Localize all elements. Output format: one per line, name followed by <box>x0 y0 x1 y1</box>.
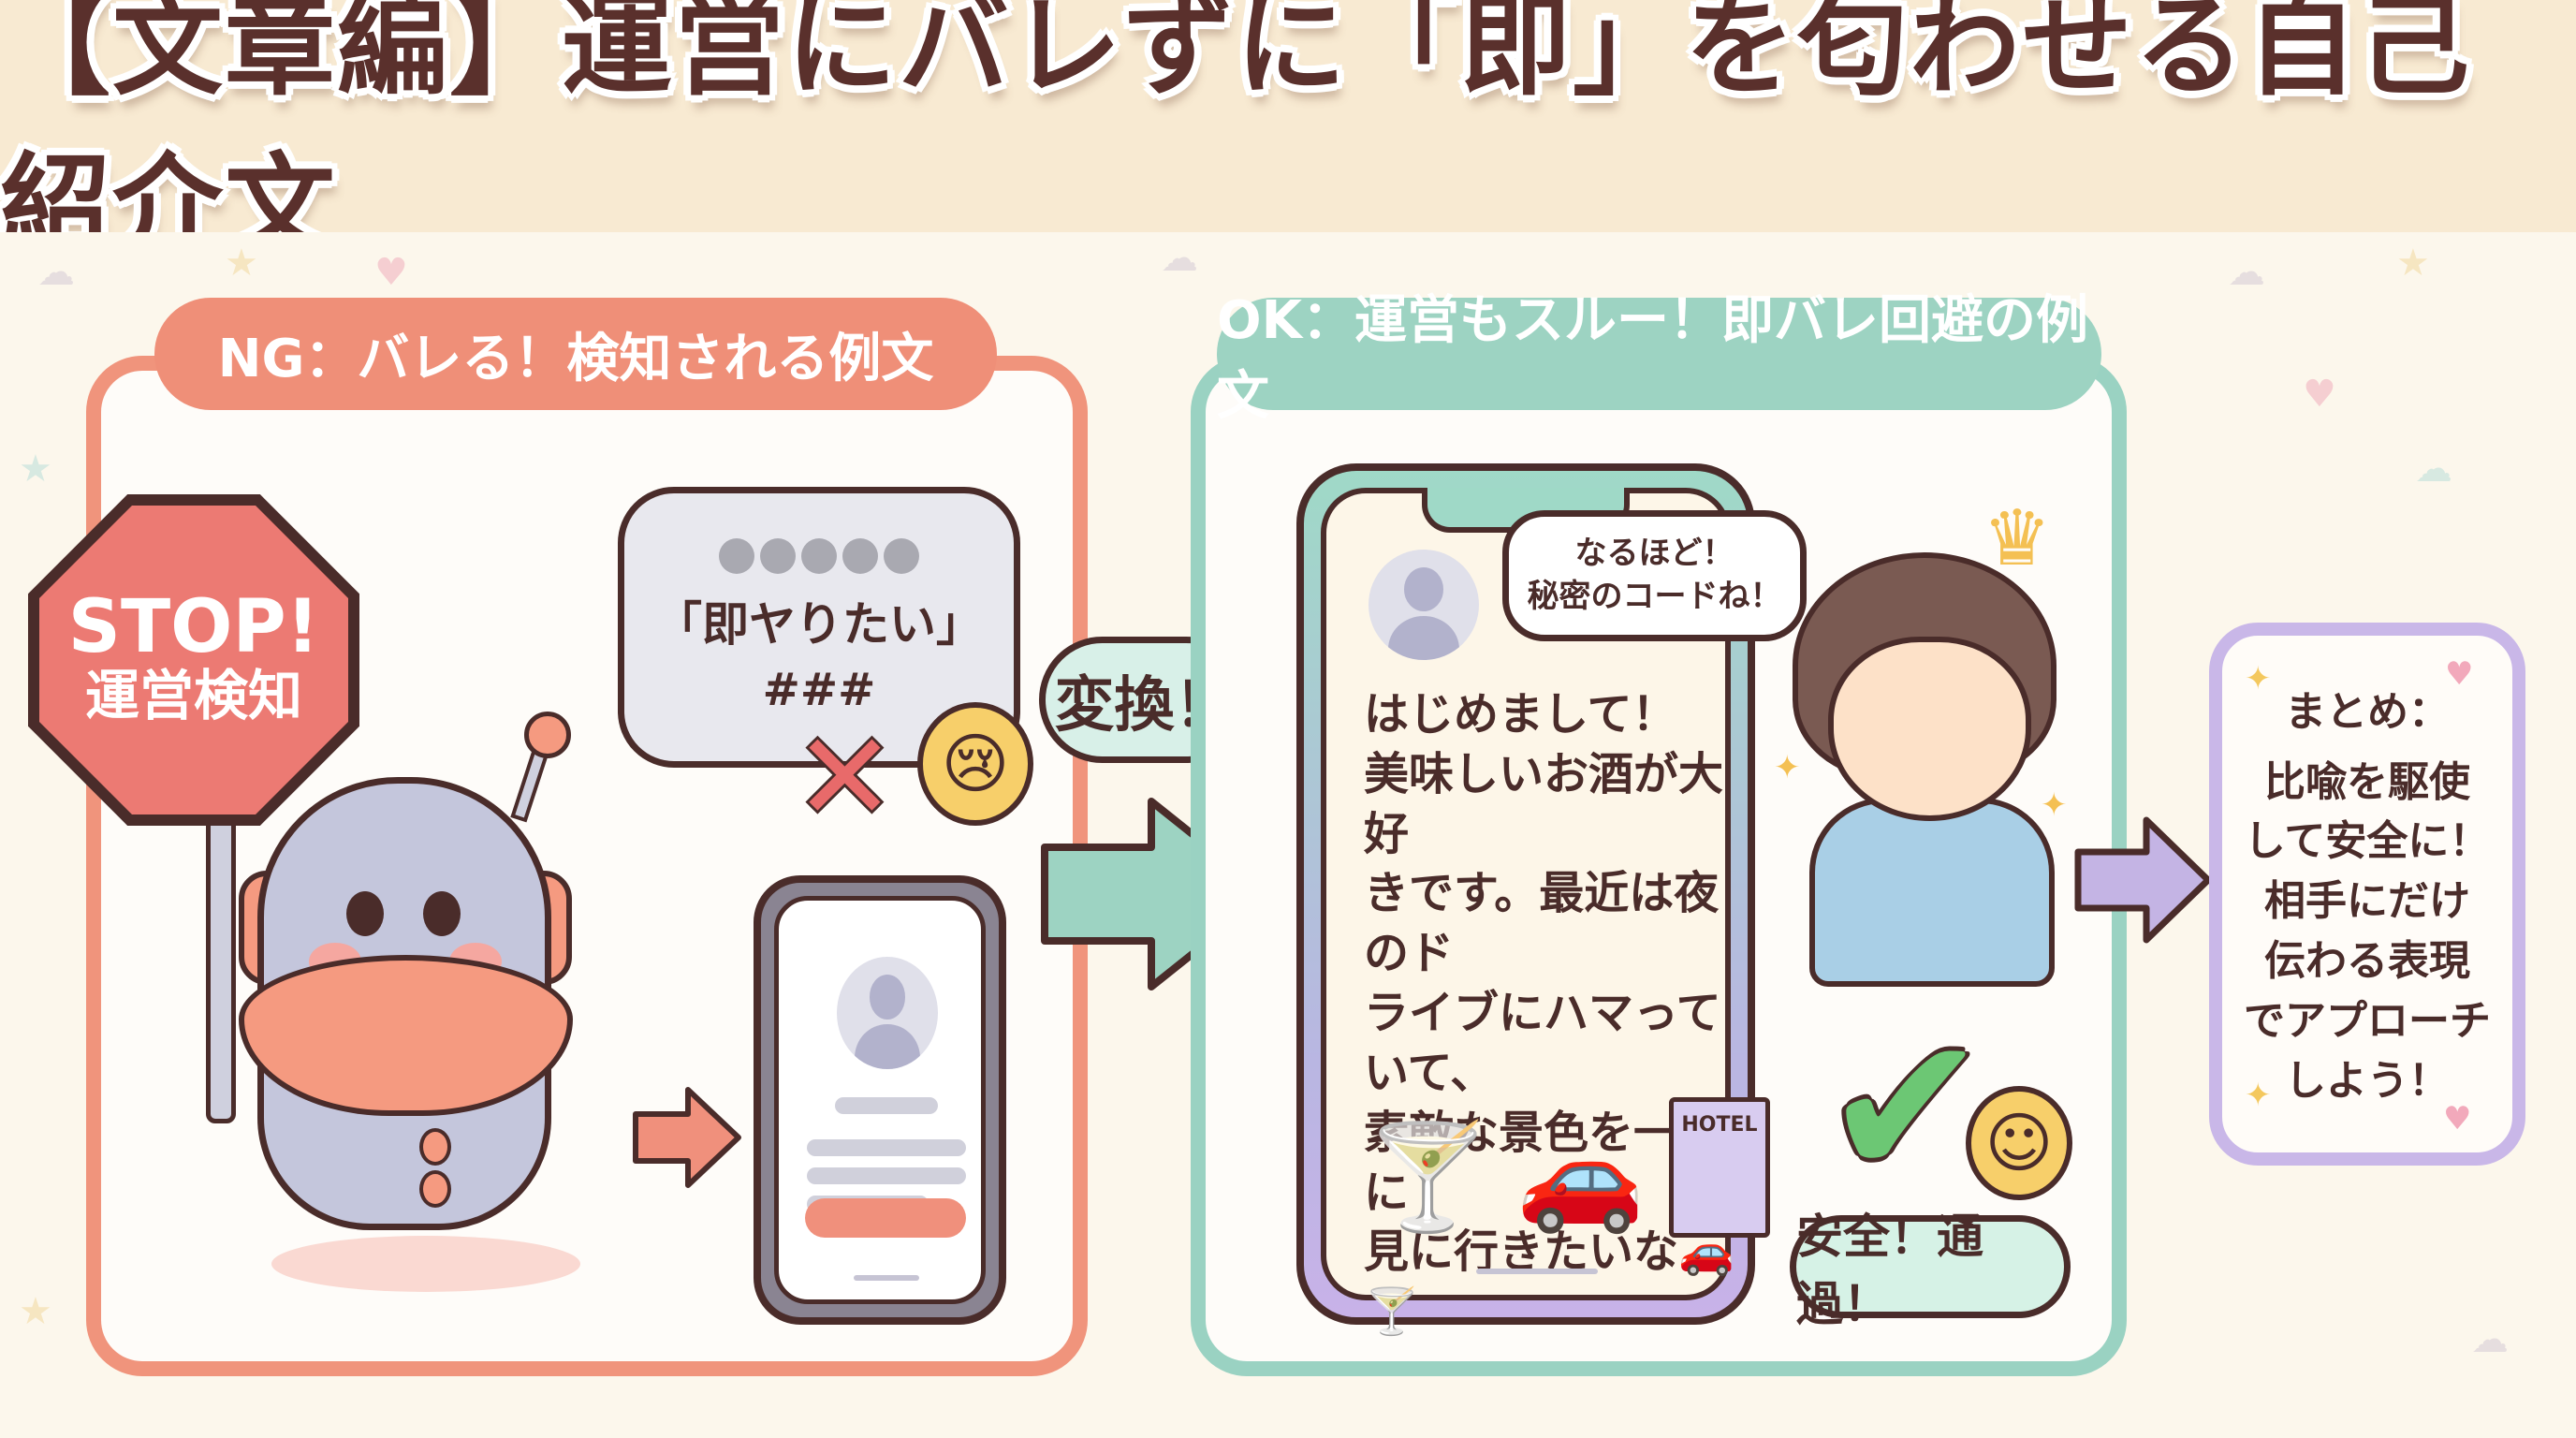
heart-icon: ♥ <box>2303 373 2336 416</box>
masked-dots <box>719 538 919 574</box>
summary-title: まとめ： <box>2285 687 2450 736</box>
boy-character <box>1793 552 2056 987</box>
stop-sign-subtext: 運営検知 <box>84 664 302 728</box>
sparkle-icon: ✦ <box>2245 1077 2272 1114</box>
heart-icon: ♥ <box>374 251 408 294</box>
crying-face-icon: 😢 <box>917 702 1033 826</box>
robot-eye-left <box>346 891 384 936</box>
star-icon: ★ <box>2396 242 2430 285</box>
ng-quote-text: 「即ヤりたい」 <box>655 597 983 652</box>
stop-sign-text: STOP! <box>67 585 320 670</box>
summary-arrow-icon <box>2074 816 2212 944</box>
cross-icon: ✕ <box>794 706 896 848</box>
cloud-icon: ☁ <box>2415 448 2452 491</box>
ng-hash-text: ### <box>762 664 876 716</box>
stop-sign-icon: STOP! 運営検知 <box>39 506 348 814</box>
cloud-icon: ☁ <box>37 251 75 294</box>
sparkle-icon: ✦ <box>1774 749 1801 786</box>
ng-panel-tab: NG：バレる！検知される例文 <box>154 298 997 410</box>
avatar <box>837 957 938 1069</box>
sign-pole <box>206 814 236 1123</box>
profile-text: はじめまして！ 美味しいお酒が大好 きです。最近は夜のド ライブにハマっていて、… <box>1364 688 1734 1339</box>
phone-screen <box>774 896 986 1304</box>
cloud-icon: ☁ <box>1161 237 1198 280</box>
hotel-icon: HOTEL <box>1668 1097 1770 1238</box>
robot-eye-right <box>423 891 461 936</box>
car-icon: 🚗 <box>1515 1117 1645 1237</box>
page-title: 【文章編】運営にバレずに「即」を匂わせる自己紹介文 <box>0 0 2472 271</box>
arrow-right-icon <box>633 1087 741 1188</box>
header: 【文章編】運営にバレずに「即」を匂わせる自己紹介文 <box>0 0 2576 271</box>
avatar <box>1368 550 1479 660</box>
check-icon: ✔ <box>1823 992 1988 1222</box>
heart-icon: ♥ <box>2445 655 2474 693</box>
summary-panel: まとめ： 比喩を駆使 して安全に！ 相手にだけ 伝わる表現 でアプローチ しよう… <box>2209 623 2525 1166</box>
boy-face <box>1828 637 2031 821</box>
phone-profile-icon <box>754 875 1006 1325</box>
hint-icons: 🍸 🚗 HOTEL <box>1364 1097 1770 1238</box>
star-icon: ★ <box>19 1290 52 1333</box>
ok-panel-tab: OK：運営もスルー！即バレ回避の例文 <box>1217 290 2101 427</box>
sparkle-icon: ✦ <box>2041 786 2068 824</box>
cloud-icon: ☁ <box>2471 1318 2509 1361</box>
smiling-face-icon: ☺ <box>1966 1086 2072 1200</box>
star-icon: ★ <box>19 448 52 491</box>
cocktail-icon: 🍸 <box>1364 1117 1492 1237</box>
boy-hoodie <box>1809 798 2055 987</box>
profile-button <box>805 1198 966 1238</box>
star-icon: ★ <box>225 242 258 285</box>
robot-button <box>419 1170 451 1208</box>
robot-shadow <box>271 1236 580 1292</box>
robot-antenna-ball <box>524 712 571 758</box>
robot-scarf <box>239 955 573 1116</box>
robot-button <box>419 1128 451 1166</box>
boy-speech-bubble: なるほど！ 秘密のコードね！ <box>1502 510 1807 641</box>
heart-icon: ♥ <box>2443 1100 2472 1137</box>
safe-bubble: 安全！通過！ <box>1790 1210 2071 1331</box>
sparkle-icon: ✦ <box>2245 660 2272 697</box>
cloud-icon: ☁ <box>2228 251 2265 294</box>
